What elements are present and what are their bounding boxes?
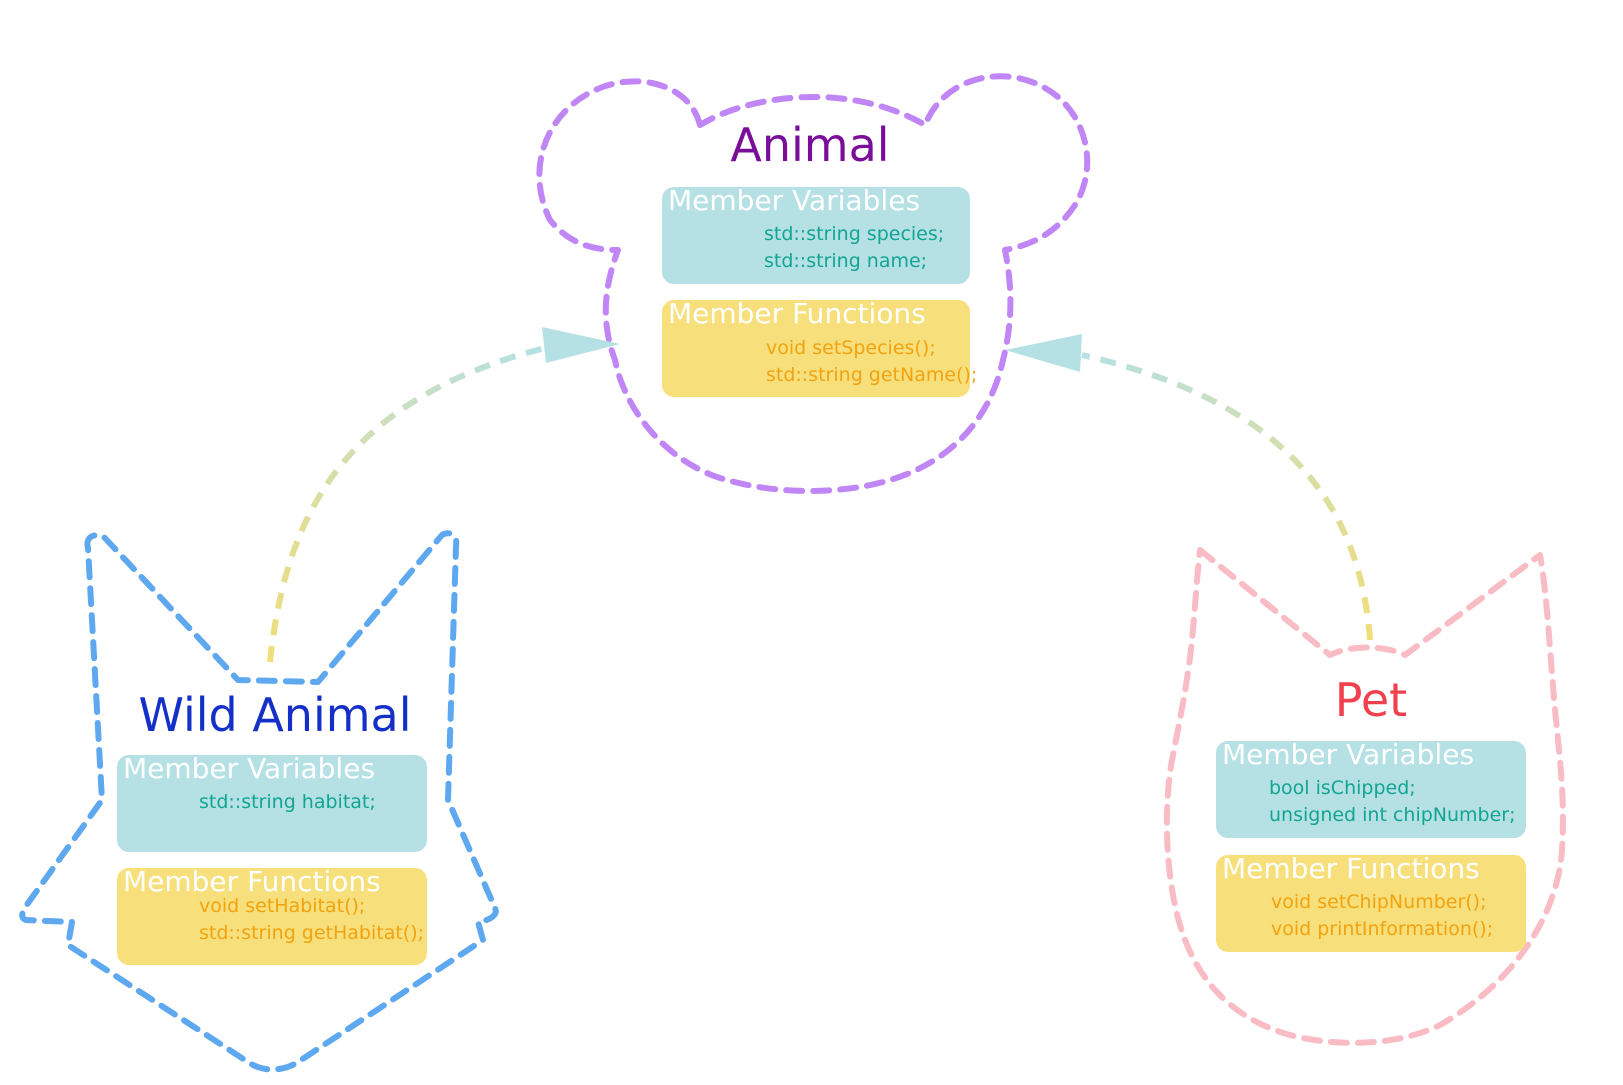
animal-functions-header: Member Functions xyxy=(668,297,926,330)
pet-variables-header: Member Variables xyxy=(1222,738,1475,771)
pet-variable-line: bool isChipped; xyxy=(1269,777,1416,799)
arrow-head-left xyxy=(542,327,620,363)
wild-animal-class-title: Wild Animal xyxy=(138,688,412,742)
pet-variable-line: unsigned int chipNumber; xyxy=(1269,804,1516,826)
pet-class-title: Pet xyxy=(1334,673,1408,727)
wild-animal-member-variables-box: Member Variables std::string habitat; xyxy=(117,755,427,852)
animal-variable-line: std::string name; xyxy=(764,250,928,272)
wild-animal-function-line: void setHabitat(); xyxy=(199,895,366,917)
pet-member-variables-box: Member Variables bool isChipped; unsigne… xyxy=(1216,741,1526,838)
animal-function-line: void setSpecies(); xyxy=(766,337,936,359)
animal-class-title: Animal xyxy=(730,118,890,172)
pet-member-functions-box: Member Functions void setChipNumber(); v… xyxy=(1216,855,1526,952)
arrow-wild-animal-to-animal xyxy=(267,345,546,663)
pet-function-line: void printInformation(); xyxy=(1271,918,1494,940)
wild-animal-variable-line: std::string habitat; xyxy=(199,791,376,813)
pet-functions-header: Member Functions xyxy=(1222,852,1480,885)
arrow-head-right xyxy=(1005,334,1082,372)
wild-animal-function-line: std::string getHabitat(); xyxy=(199,922,425,944)
animal-variables-header: Member Variables xyxy=(668,184,921,217)
wild-animal-functions-header: Member Functions xyxy=(123,865,381,898)
animal-bear-outline xyxy=(536,73,1091,494)
animal-function-line: std::string getName(); xyxy=(766,364,978,386)
wild-animal-member-functions-box: Member Functions void setHabitat(); std:… xyxy=(117,868,427,965)
animal-member-variables-box: Member Variables std::string species; st… xyxy=(662,187,970,284)
wild-animal-variables-header: Member Variables xyxy=(123,752,376,785)
animal-variable-line: std::string species; xyxy=(764,223,945,245)
arrow-pet-to-animal xyxy=(1081,352,1373,641)
pet-cat-outline xyxy=(1163,547,1566,1046)
wild-animal-fox-outline xyxy=(19,530,499,1073)
pet-function-line: void setChipNumber(); xyxy=(1271,891,1487,913)
animal-member-functions-box: Member Functions void setSpecies(); std:… xyxy=(662,297,977,397)
